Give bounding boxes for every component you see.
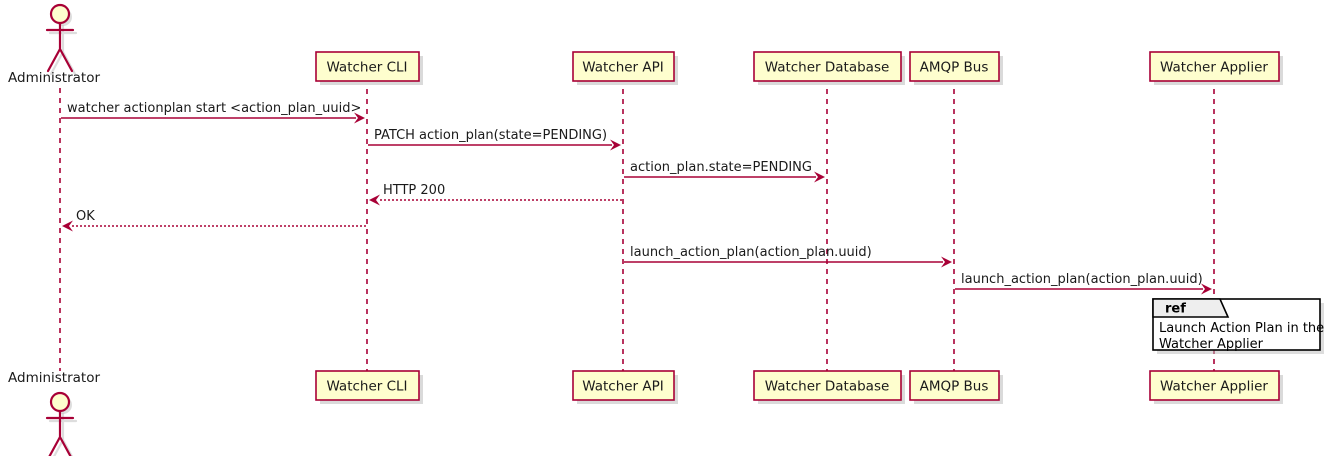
message-3-watcher-api-to-watcher-database[interactable]: action_plan.state=PENDING (624, 160, 825, 183)
message-5-watcher-cli-to-administrator[interactable]: OK (62, 209, 366, 232)
participant-box (753, 370, 902, 401)
participant-label-watcher-cli: Watcher CLI (326, 379, 407, 395)
participant-watcher-applier-top[interactable]: Watcher Applier (1149, 51, 1283, 85)
actor-head-icon (49, 391, 71, 413)
message-arrowhead (941, 256, 952, 268)
participant-watcher-applier-bottom[interactable]: Watcher Applier (1149, 370, 1283, 404)
participant-label-watcher-applier: Watcher Applier (1160, 60, 1268, 76)
actor-body (45, 21, 75, 73)
ref-body-line: Launch Action Plan in the (1159, 321, 1324, 336)
participant-box (315, 370, 420, 401)
ref-tab-label: ref (1165, 302, 1186, 317)
participant-watcher-cli-top[interactable]: Watcher CLI (315, 51, 423, 85)
actor-label-administrator: Administrator (8, 70, 100, 86)
message-label: PATCH action_plan(state=PENDING) (374, 128, 607, 143)
message-label: HTTP 200 (383, 183, 445, 198)
participant-label-watcher-api: Watcher API (582, 60, 664, 76)
message-arrowhead (369, 194, 380, 206)
message-label: launch_action_plan(action_plan.uuid) (961, 272, 1203, 287)
participant-watcher-api-top[interactable]: Watcher API (572, 51, 678, 85)
message-arrowhead (62, 220, 73, 232)
participant-label-amqp-bus: AMQP Bus (920, 60, 989, 76)
participant-box (909, 370, 1000, 401)
message-label: watcher actionplan start <action_plan_uu… (67, 101, 361, 116)
participant-watcher-cli-bottom[interactable]: Watcher CLI (315, 370, 423, 404)
message-4-watcher-api-to-watcher-cli[interactable]: HTTP 200 (369, 183, 622, 206)
participant-label-watcher-api: Watcher API (582, 379, 664, 395)
message-2-watcher-cli-to-watcher-api[interactable]: PATCH action_plan(state=PENDING) (368, 128, 621, 151)
participant-box (909, 51, 1000, 82)
participant-label-watcher-cli: Watcher CLI (326, 60, 407, 76)
message-7-amqp-bus-to-watcher-applier[interactable]: launch_action_plan(action_plan.uuid) (955, 272, 1212, 295)
message-6-watcher-api-to-amqp-bus[interactable]: launch_action_plan(action_plan.uuid) (624, 245, 952, 268)
message-arrowhead (1201, 283, 1212, 295)
participant-amqp-bus-bottom[interactable]: AMQP Bus (909, 370, 1003, 404)
participant-box (572, 370, 675, 401)
participant-box (753, 51, 902, 82)
actor-body-shadow (48, 412, 78, 456)
message-label: launch_action_plan(action_plan.uuid) (630, 245, 872, 260)
message-label: action_plan.state=PENDING (630, 160, 812, 175)
participant-watcher-database-bottom[interactable]: Watcher Database (753, 370, 905, 404)
participant-label-watcher-applier: Watcher Applier (1160, 379, 1268, 395)
ref-body-line: Watcher Applier (1159, 337, 1264, 352)
actor-head-icon (49, 3, 71, 25)
actor-administrator[interactable]: Administrator (8, 3, 100, 86)
actor-body-shadow (48, 24, 78, 76)
actor-label-administrator: Administrator (8, 370, 100, 386)
participant-label-watcher-database: Watcher Database (765, 379, 890, 395)
participant-watcher-database-top[interactable]: Watcher Database (753, 51, 905, 85)
participant-box (572, 51, 675, 82)
message-label: OK (76, 209, 95, 224)
participant-box (1149, 370, 1280, 401)
message-arrowhead (610, 139, 621, 151)
actor-administrator[interactable]: Administrator (8, 370, 100, 456)
actor-body (45, 409, 75, 456)
participant-amqp-bus-top[interactable]: AMQP Bus (909, 51, 1003, 85)
messages-layer: watcher actionplan start <action_plan_uu… (61, 101, 1212, 295)
participant-label-amqp-bus: AMQP Bus (920, 379, 989, 395)
participant-box (315, 51, 420, 82)
message-arrowhead (814, 171, 825, 183)
participant-watcher-api-bottom[interactable]: Watcher API (572, 370, 678, 404)
lifelines-layer (59, 88, 1215, 371)
participants-top-layer: Administrator Watcher CLI Watcher API Watch… (8, 3, 1283, 86)
participant-label-watcher-database: Watcher Database (765, 60, 890, 76)
ref-tab (1152, 298, 1230, 318)
message-arrowhead (354, 112, 365, 124)
message-1-administrator-to-watcher-cli[interactable]: watcher actionplan start <action_plan_uu… (61, 101, 365, 124)
participant-box (1149, 51, 1280, 82)
